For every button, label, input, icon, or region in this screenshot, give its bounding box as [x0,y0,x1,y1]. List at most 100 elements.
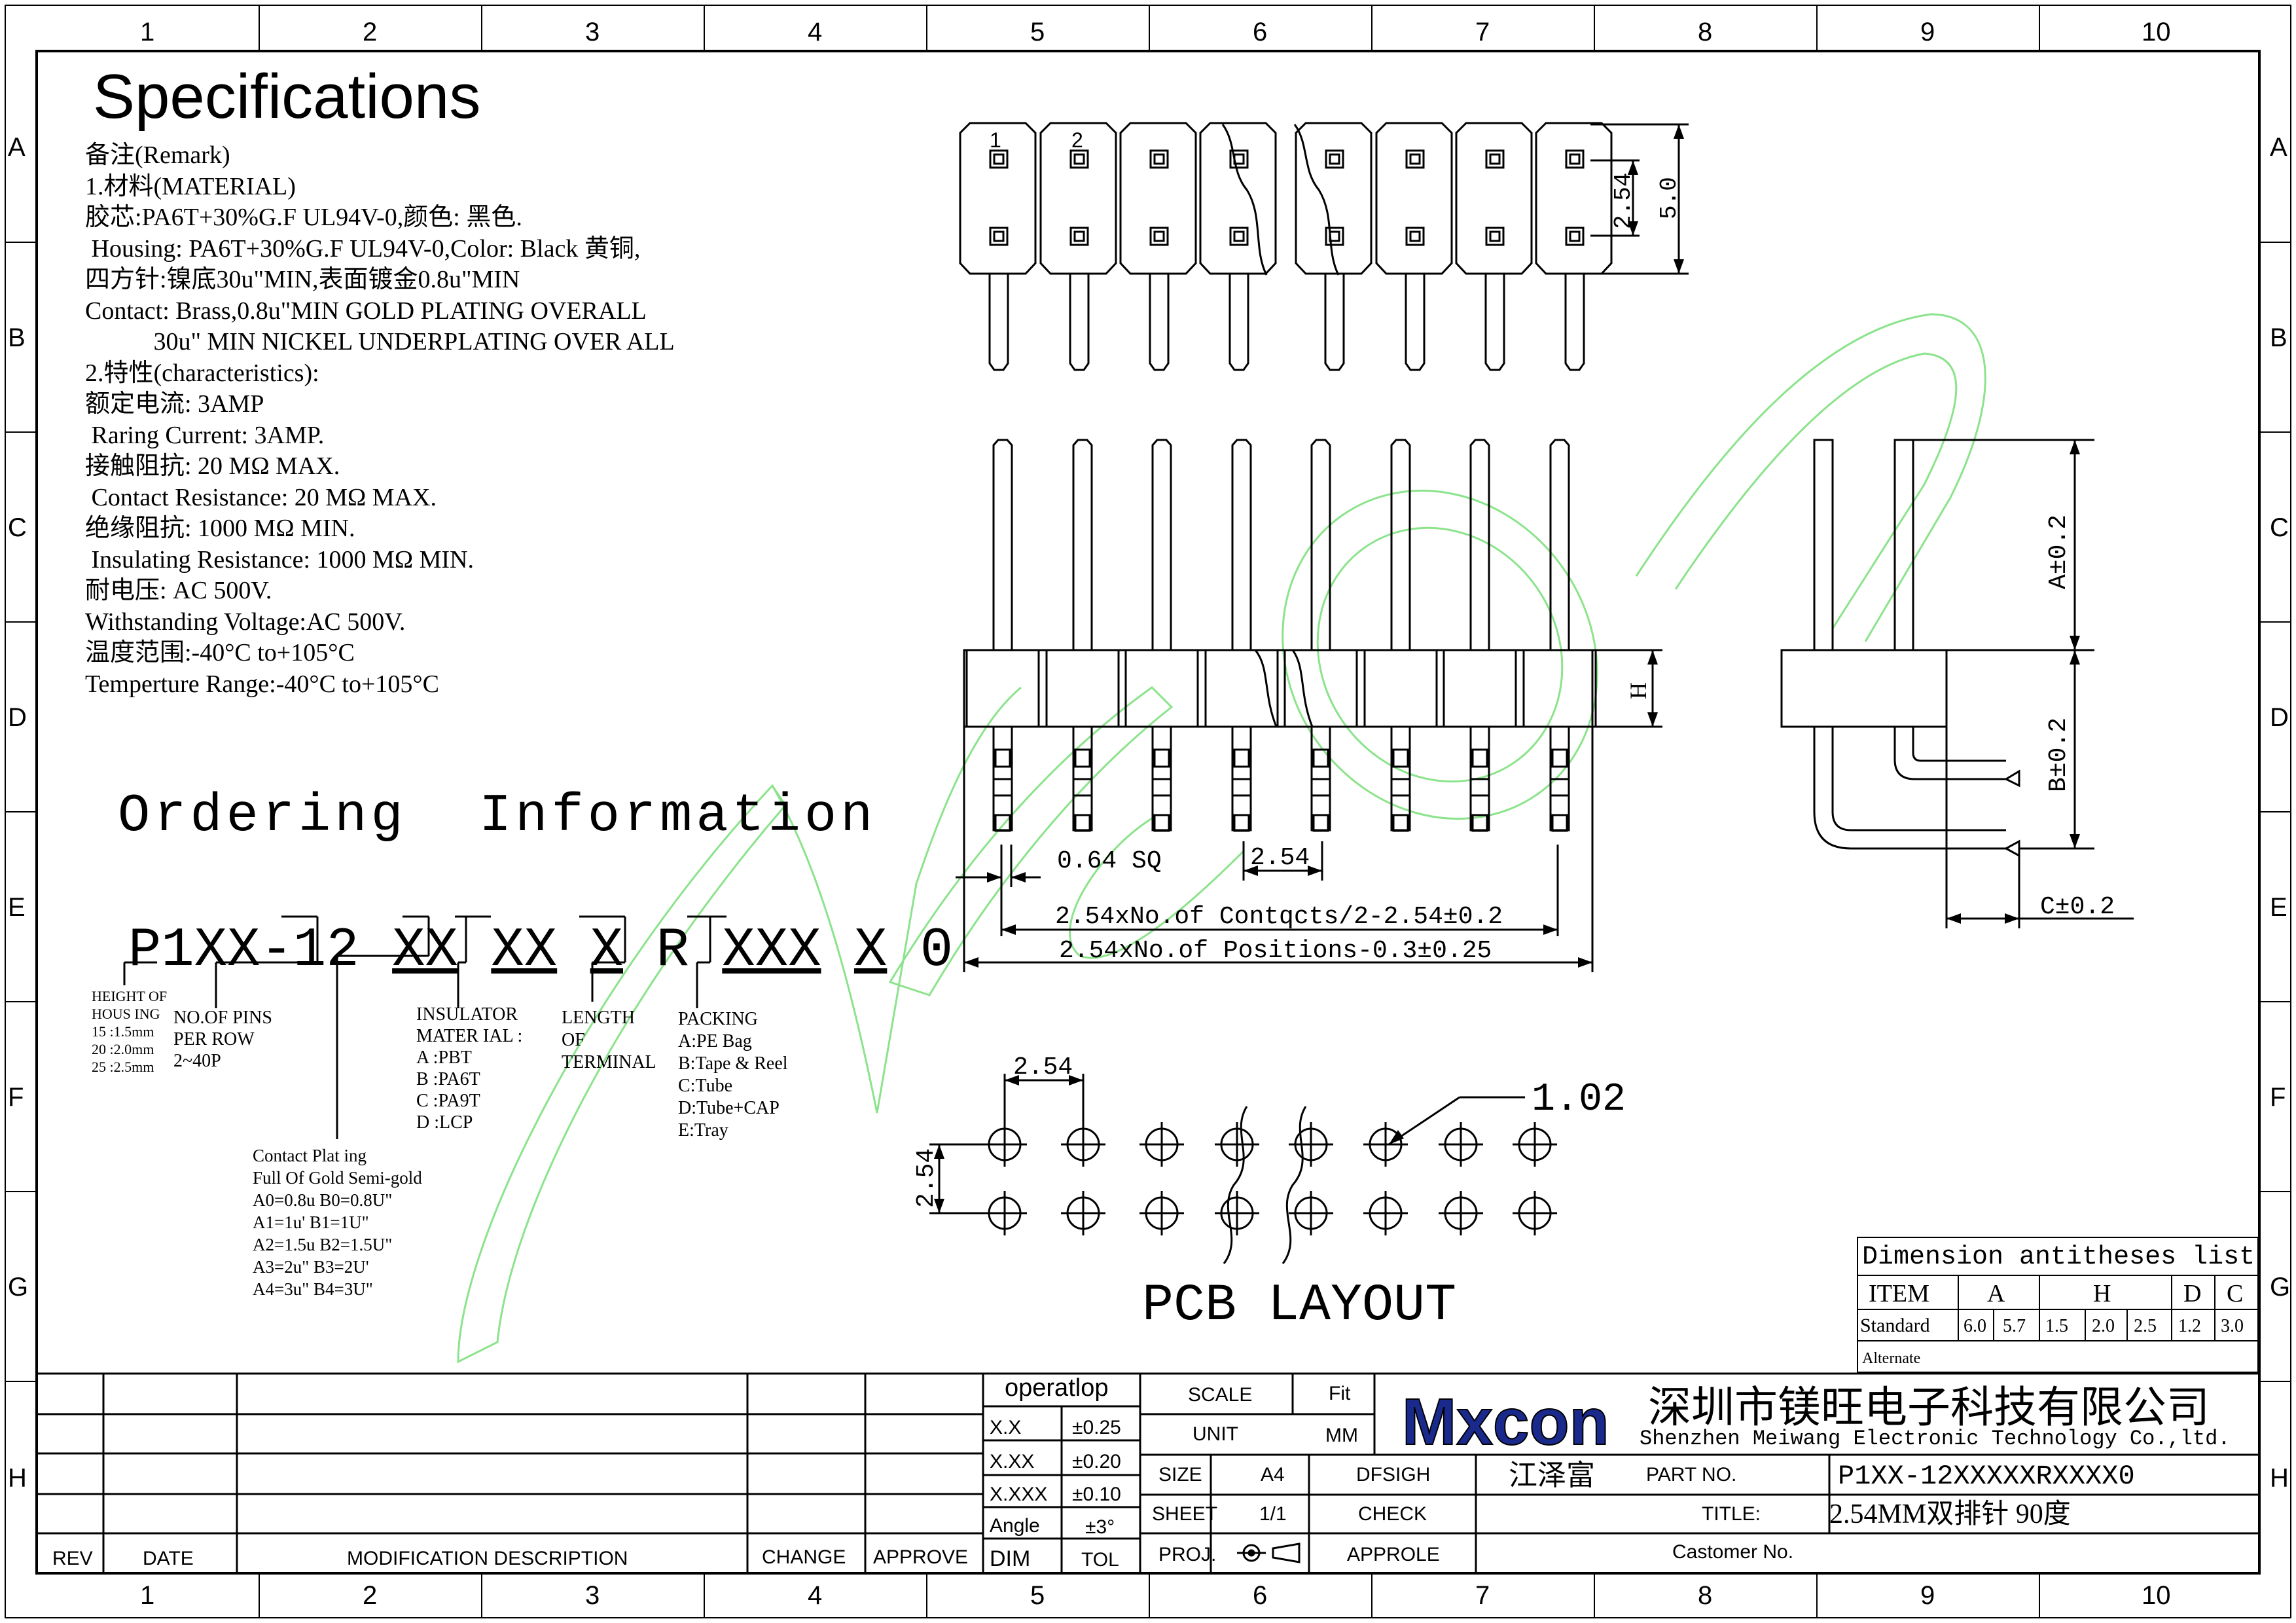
top-pin-tail [1229,274,1249,371]
top-pin-tail [1484,274,1505,371]
dimension-header-item: ITEM [1869,1280,1929,1307]
spec-line: 接触阻抗: 20 MΩ MAX. [85,452,340,480]
front-pin-square [1153,814,1170,832]
border-row-label: A [8,133,26,162]
pins-label-line: NO.OF PINS [173,1008,272,1028]
front-pin-square [1153,748,1170,768]
pcb-hole-diameter: 1.02 [1532,1078,1626,1122]
company-name-cn: 深圳市镁旺电子科技有限公司 [1648,1384,2210,1432]
front-pin-square [1233,814,1250,832]
front-pin-top [1469,439,1490,650]
border-column-label: 1 [140,18,154,46]
code-packing: X [853,920,888,982]
front-pin-top [1151,439,1172,650]
border-row-label: E [2270,893,2287,922]
tol-row-label: X.XX [990,1451,1034,1472]
tol-label: TOL [1081,1549,1119,1571]
code-length: XXX [722,920,821,982]
border-column-label: 8 [1698,1581,1712,1610]
front-pin-square [994,814,1011,832]
border-column-label: 1 [140,1581,154,1610]
dim-label: DIM [990,1546,1030,1571]
border-row-label: C [2270,513,2289,542]
top-pin-square-inner [1329,153,1340,165]
code-r: R [656,920,689,982]
dimension-standard-value: 1.5 [2045,1316,2068,1336]
border-column-label: 9 [1920,1581,1935,1610]
unit-value: MM [1325,1425,1358,1446]
pin-number-2: 2 [1071,128,1083,152]
top-pin-square-inner [993,230,1005,242]
code-prefix: P1XX-12 [128,920,393,982]
scale-value: Fit [1329,1383,1351,1404]
front-pin-top [1549,439,1570,650]
border-row-label: A [2270,133,2287,162]
side-view [1780,439,2134,928]
spec-line: Contact: Brass,0.8u"MIN GOLD PLATING OVE… [85,297,647,325]
top-pin-square [1485,149,1505,169]
border-column-label: 3 [585,1581,600,1610]
spec-line: Contact Resistance: 20 MΩ MAX. [85,483,437,511]
top-pin-square [1325,227,1344,246]
top-pin-square-inner [1489,153,1501,165]
border-row-label: C [8,513,27,542]
front-pin-square [1233,748,1250,768]
top-pin-square [1325,149,1344,169]
spec-line: 耐电压: AC 500V. [85,577,272,604]
length-label-line: TERMINAL [562,1052,656,1072]
pcb-layout [929,1074,1557,1264]
plating-label-line: A4=3u" B4=3U" [253,1279,373,1299]
top-pin-tail [1069,274,1090,371]
dimension-header-a: A [1987,1280,2005,1307]
top-pin-square-inner [1489,230,1501,242]
dimension-standard-value: 1.2 [2178,1316,2201,1336]
border-column-label: 5 [1030,1581,1045,1610]
dimension-alternate-label: Alternate [1862,1350,1920,1367]
dim-c: C±0.2 [2040,893,2115,921]
approve-header: APPROVE [873,1546,968,1568]
packing-label-line: A:PE Bag [678,1031,752,1051]
part-no-label: PART NO. [1646,1464,1736,1486]
border-column-label: 10 [2142,1581,2171,1610]
border-row-label: H [8,1464,27,1493]
border-column-label: 8 [1698,18,1712,46]
insulator-label-line: A :PBT [416,1048,472,1068]
scale-label: SCALE [1188,1384,1252,1406]
packing-label-line: B:Tape & Reel [678,1053,788,1074]
height-label-line: HOUS ING [92,1006,160,1022]
length-label-line: LENGTH [562,1008,635,1028]
top-housing-cell [1375,122,1453,275]
border-row-label: D [2270,703,2289,732]
top-pin-square [1485,227,1505,246]
dimension-standard-value: 3.0 [2221,1316,2244,1336]
spec-line: 绝缘阻抗: 1000 MΩ MIN. [85,515,355,542]
top-pin-square-inner [1409,230,1421,242]
unit-label: UNIT [1193,1423,1238,1445]
top-housing-cell [1199,122,1277,275]
tol-row-label: X.X [990,1417,1021,1438]
height-label-line: 20 :2.0mm [92,1041,154,1057]
code-pins: XX [392,920,458,982]
plating-label-line: Contact Plat ing [253,1146,367,1165]
top-pin-square [1229,227,1249,246]
spec-line: 额定电流: 3AMP [85,390,264,418]
top-pin-square-inner [1073,230,1085,242]
top-pin-tail [1149,274,1170,371]
top-pin-tail [1324,274,1345,371]
sheet-value: 1/1 [1259,1503,1287,1525]
plating-label-line: A1=1u' B1=1U" [253,1213,369,1232]
spec-line: 备注(Remark) [85,141,230,169]
top-pin-square [989,227,1009,246]
tol-row-value: ±3° [1085,1516,1115,1538]
top-pin-square-inner [1073,153,1085,165]
plating-label-line: Full Of Gold Semi-gold [253,1168,422,1188]
dimension-header-c: C [2227,1280,2243,1307]
packing-label-line: C:Tube [678,1076,733,1096]
front-pin-top [1072,439,1093,650]
dimension-standard-value: 5.7 [2003,1316,2026,1336]
border-column-label: 3 [585,18,600,46]
dimension-table [1857,1237,2259,1373]
plating-label-line: A0=0.8u B0=0.8U" [253,1190,393,1210]
